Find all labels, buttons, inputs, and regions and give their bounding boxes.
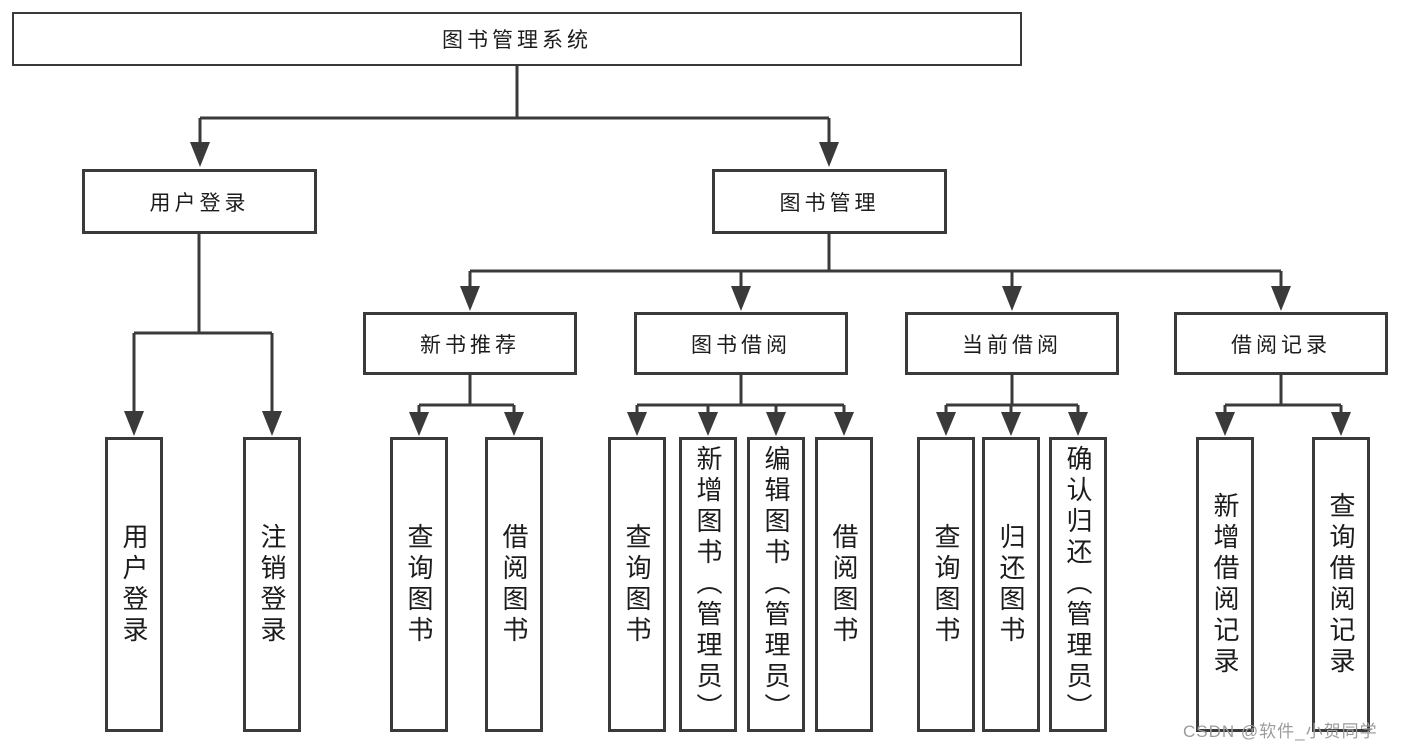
node-label: 图书管理 <box>779 191 880 215</box>
leaf-query-books: 查询图书 <box>390 437 448 732</box>
node-user-login: 用户登录 <box>82 169 317 234</box>
leaf-logout: 注销登录 <box>243 437 301 732</box>
node-new-book-recommendation: 新书推荐 <box>363 312 577 375</box>
leaf-label: 借阅图书 <box>829 522 859 647</box>
node-label: 用户登录 <box>149 191 250 215</box>
node-current-borrowing: 当前借阅 <box>905 312 1119 375</box>
leaf-edit-book-admin: 编辑图书（管理员） <box>747 437 805 732</box>
leaf-query-borrow-record: 查询借阅记录 <box>1312 437 1370 732</box>
node-label: 当前借阅 <box>962 333 1062 357</box>
leaf-label: 新增图书（管理员） <box>693 445 723 724</box>
leaf-label: 注销登录 <box>257 522 287 647</box>
leaf-label: 查询借阅记录 <box>1326 491 1356 678</box>
leaf-add-borrow-record: 新增借阅记录 <box>1196 437 1254 732</box>
leaf-label: 查询图书 <box>931 522 961 647</box>
leaf-label: 用户登录 <box>119 522 149 647</box>
node-borrowing-records: 借阅记录 <box>1174 312 1388 375</box>
node-label: 借阅记录 <box>1231 333 1331 357</box>
leaf-label: 借阅图书 <box>499 522 529 647</box>
leaf-confirm-return-admin: 确认归还（管理员） <box>1049 437 1107 732</box>
csdn-watermark: CSDN @软件_小贺同学 <box>1183 722 1378 741</box>
leaf-borrow-books: 借阅图书 <box>815 437 873 732</box>
leaf-return-book: 归还图书 <box>982 437 1040 732</box>
node-book-management: 图书管理 <box>712 169 947 234</box>
leaf-borrow-books: 借阅图书 <box>485 437 543 732</box>
leaf-label: 编辑图书（管理员） <box>761 445 791 724</box>
node-book-borrowing: 图书借阅 <box>634 312 848 375</box>
leaf-query-books: 查询图书 <box>917 437 975 732</box>
leaf-label: 新增借阅记录 <box>1210 491 1240 678</box>
leaf-user-login: 用户登录 <box>105 437 163 732</box>
leaf-add-book-admin: 新增图书（管理员） <box>679 437 737 732</box>
node-label: 图书借阅 <box>691 333 791 357</box>
leaf-label: 确认归还（管理员） <box>1063 445 1093 724</box>
leaf-label: 查询图书 <box>404 522 434 647</box>
leaf-query-books: 查询图书 <box>608 437 666 732</box>
node-library-management-system: 图书管理系统 <box>12 12 1022 66</box>
node-label: 图书管理系统 <box>442 29 592 52</box>
leaf-label: 归还图书 <box>996 522 1026 647</box>
node-label: 新书推荐 <box>420 333 520 357</box>
leaf-label: 查询图书 <box>622 522 652 647</box>
